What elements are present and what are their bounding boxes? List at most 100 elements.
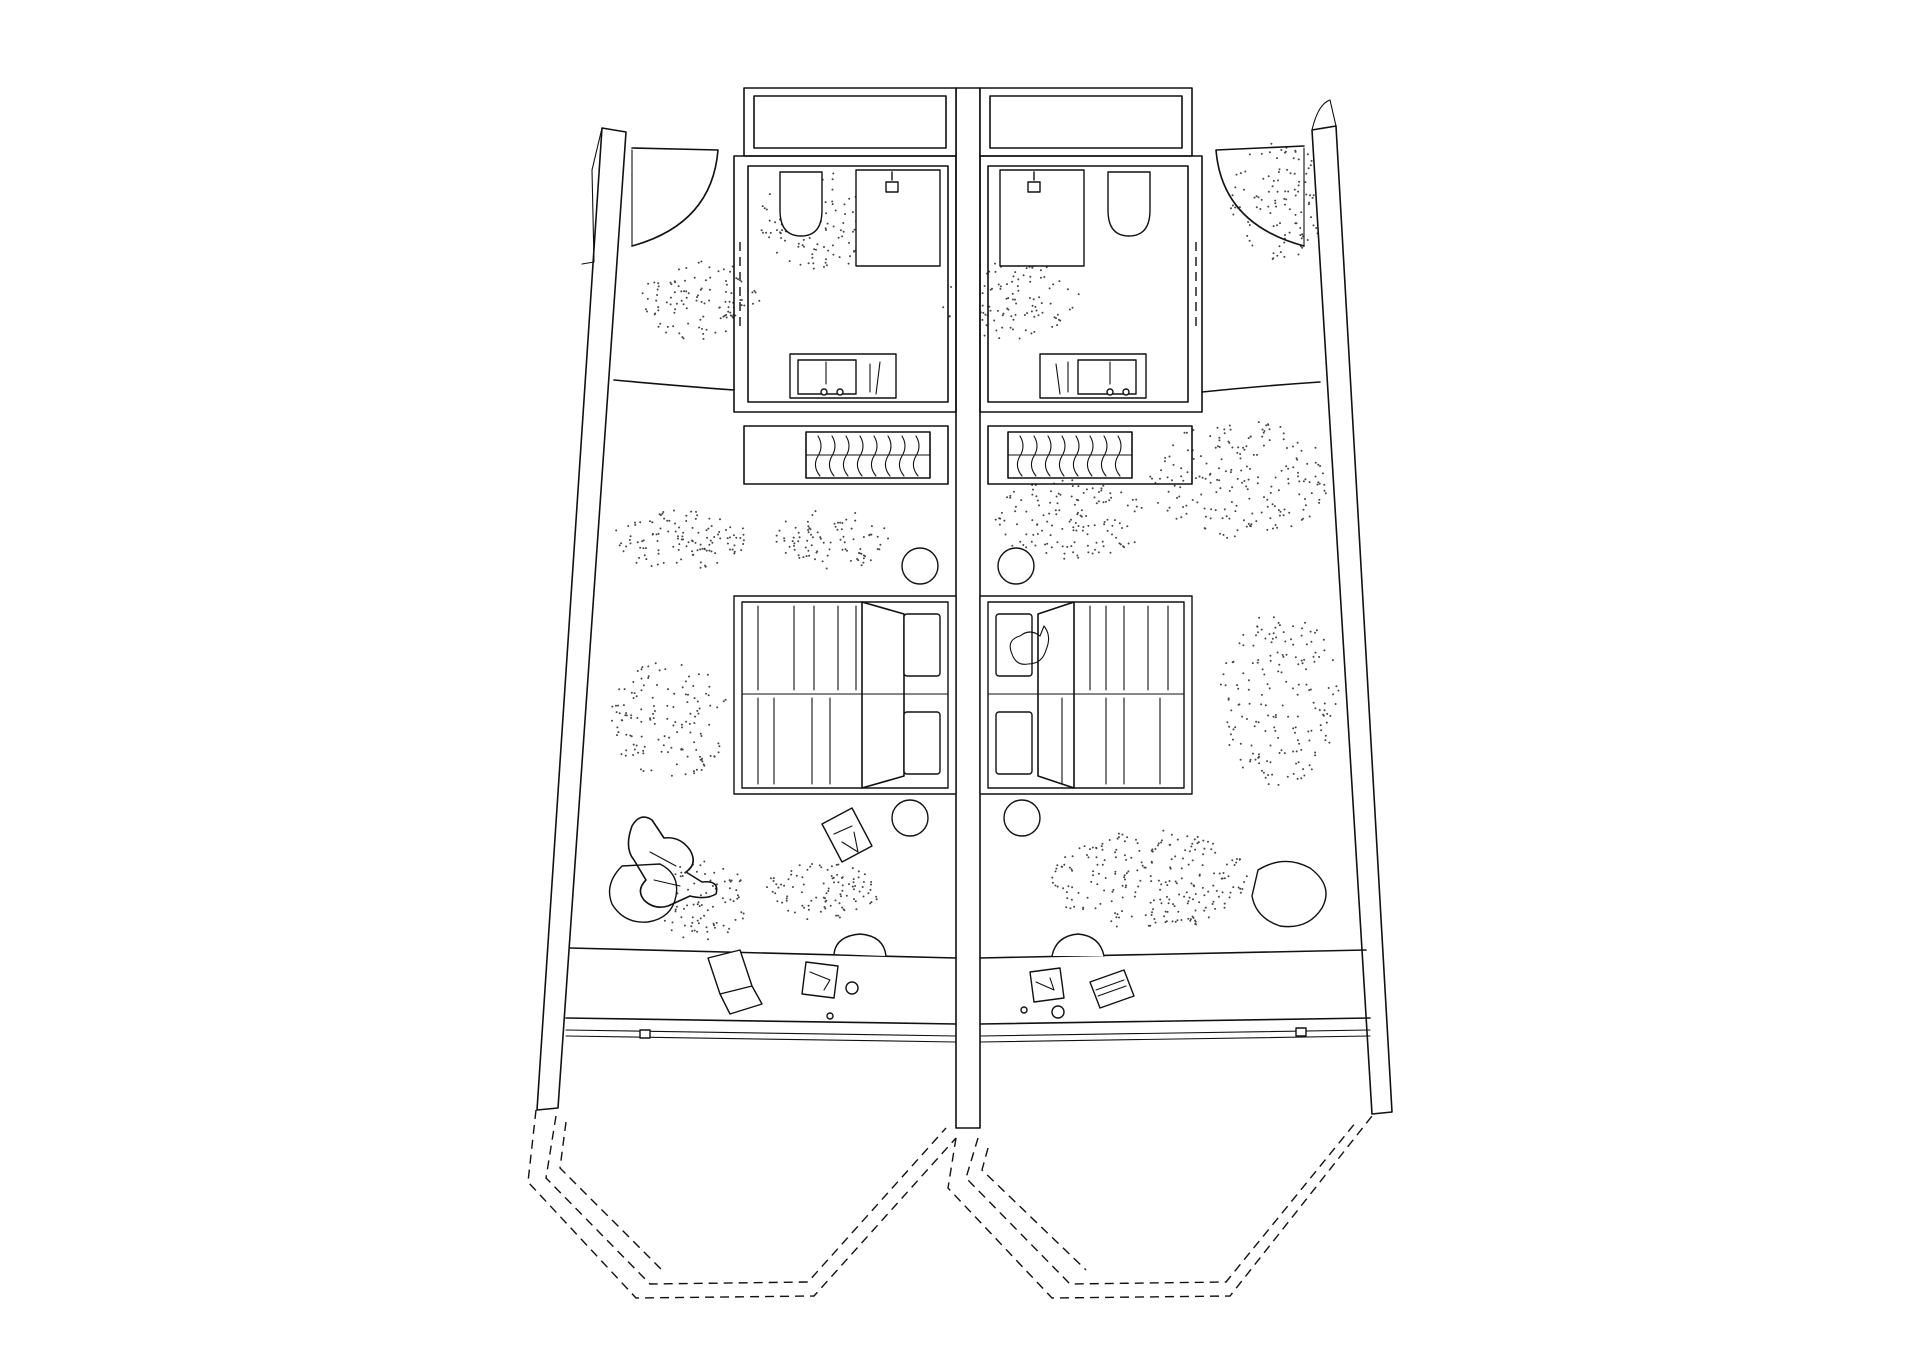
stipple-dot [685, 720, 688, 723]
stipple-dot [696, 549, 699, 552]
stipple-dot [698, 905, 701, 908]
stipple-dot [863, 873, 866, 876]
stipple-dot [1212, 842, 1214, 845]
stipple-dot [678, 526, 680, 529]
stipple-dot [653, 313, 656, 316]
stipple-dot [1006, 283, 1008, 286]
stipple-dot [1136, 842, 1139, 845]
hanger-icon [1030, 435, 1038, 477]
stipple-dot [1268, 428, 1271, 431]
stipple-dot [1114, 872, 1117, 875]
stipple-dot [1277, 179, 1279, 182]
stipple-dot [1093, 496, 1096, 499]
stipple-dot [672, 724, 675, 727]
stipple-dot [1306, 462, 1309, 465]
stipple-dot [1032, 533, 1035, 536]
stipple-dot [1040, 302, 1043, 305]
stipple-dot [1321, 472, 1324, 475]
stipple-dot [869, 559, 872, 562]
stipple-dot [1166, 509, 1169, 512]
stipple-dot [693, 276, 696, 279]
stipple-dot [1211, 903, 1214, 905]
stipple-dot [1154, 848, 1157, 850]
stipple-dot [658, 513, 661, 516]
stipple-dot [845, 894, 848, 897]
stipple-dot [1034, 544, 1037, 547]
stipple-dot [848, 241, 850, 244]
stipple-dot [714, 331, 717, 334]
stipple-dot [1031, 304, 1034, 307]
stipple-dot [1304, 504, 1307, 507]
hanger-icon [1086, 435, 1094, 477]
left-bathroom-door-swing [631, 147, 719, 247]
right-service-shaft-inner [989, 95, 1183, 149]
stipple-dot [1175, 517, 1178, 520]
stipple-dot [1254, 758, 1257, 761]
stipple-dot [1126, 836, 1129, 839]
stipple-dot [848, 883, 850, 886]
stipple-dot [713, 871, 716, 874]
stipple-dot [699, 864, 702, 867]
stipple-dot [706, 536, 709, 539]
stipple-dot [1022, 544, 1025, 546]
stipple-dot [1182, 857, 1184, 860]
stipple-dot [690, 925, 693, 928]
stipple-dot [1277, 509, 1280, 512]
stipple-dot [1012, 318, 1015, 321]
stipple-dot [1152, 899, 1155, 902]
stipple-dot [1269, 761, 1272, 764]
stipple-dot [667, 751, 669, 754]
stipple-dot [824, 900, 827, 903]
stipple-dot [1249, 524, 1251, 527]
right-service-shaft [979, 87, 1193, 157]
right-pillow-bottom [995, 711, 1033, 775]
stipple-dot [1239, 887, 1242, 890]
stipple-dot [718, 531, 721, 533]
stipple-dot [672, 325, 675, 328]
stipple-dot [1257, 753, 1260, 756]
stipple-dot [715, 883, 718, 886]
stipple-dot [1218, 467, 1220, 470]
stipple-dot [837, 236, 840, 239]
stipple-dot [1227, 440, 1230, 443]
stipple-dot [1101, 848, 1104, 851]
stipple-dot [791, 540, 794, 543]
stipple-dot [644, 547, 647, 550]
stipple-dot [1247, 679, 1250, 682]
stipple-dot [640, 677, 643, 680]
stipple-dot [1139, 879, 1142, 882]
stipple-dot [832, 172, 835, 175]
stipple-dot [1174, 855, 1177, 858]
stipple-dot [999, 517, 1002, 520]
stipple-dot [1094, 907, 1097, 910]
stipple-dot [1203, 847, 1206, 850]
stipple-dot [1111, 533, 1113, 536]
stipple-dot [1123, 876, 1126, 879]
stipple-dot [822, 541, 825, 544]
stipple-dot [635, 695, 638, 698]
stipple-dot [1307, 730, 1310, 733]
stipple-dot [1126, 504, 1129, 507]
stipple-dot [1249, 758, 1252, 761]
stipple-dot [1318, 656, 1321, 658]
stipple-dot [818, 864, 821, 867]
stipple-dot [1163, 460, 1166, 463]
stipple-dot [1247, 221, 1250, 223]
stipple-dot [1255, 195, 1258, 198]
stipple-dot [698, 326, 701, 329]
stipple-dot [640, 735, 643, 738]
stipple-dot [813, 248, 816, 251]
stipple-dot [816, 531, 819, 534]
stipple-dot [1073, 503, 1076, 506]
left-window-frame-box [639, 1029, 651, 1039]
stipple-dot [681, 686, 684, 689]
stipple-dot [1248, 702, 1251, 705]
stipple-dot [685, 296, 688, 299]
stipple-dot [686, 904, 689, 907]
stipple-dot [630, 735, 633, 738]
stipple-dot [1259, 208, 1262, 210]
left-basin-drain [820, 388, 828, 396]
stipple-dot [623, 688, 626, 691]
stipple-dot [680, 558, 683, 561]
stipple-dot [1149, 924, 1152, 927]
